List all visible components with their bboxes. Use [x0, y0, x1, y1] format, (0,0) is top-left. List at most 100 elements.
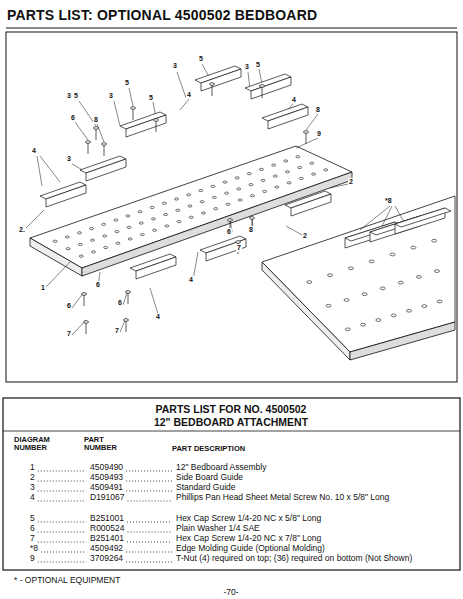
- callout-number: 5: [124, 79, 130, 87]
- screw-shank: [86, 322, 87, 334]
- callout-number: 6: [66, 302, 72, 310]
- table-cell: Plain Washer 1/4 SAE: [176, 524, 446, 533]
- board-hole: [380, 287, 385, 290]
- dot-leader: [126, 491, 172, 492]
- screw-shank: [133, 108, 134, 120]
- board-hole: [272, 164, 276, 166]
- board-hole: [225, 192, 229, 194]
- board-hole: [91, 239, 95, 241]
- dot-leader: [38, 522, 86, 523]
- callout-number: 9: [316, 130, 322, 138]
- board-hole: [175, 198, 179, 200]
- dot-leader: [38, 532, 86, 533]
- callout-number: 4: [186, 91, 192, 99]
- table-cell: Hex Cap Screw 1/4-20 NC x 7/8" Long: [176, 534, 446, 543]
- screw-head: [260, 85, 265, 88]
- table-cell: D191067: [90, 493, 125, 502]
- callout-number: 7: [114, 327, 120, 335]
- screw-shank: [84, 294, 85, 306]
- board-hole: [199, 189, 203, 191]
- table-cell: 2: [30, 473, 35, 482]
- callout-number: 2.: [18, 226, 26, 234]
- dot-leader: [41, 552, 86, 553]
- dot-leader: [38, 471, 86, 472]
- callout-number: 3: [244, 63, 250, 71]
- table-frame: [3, 398, 460, 570]
- guide-web: [206, 239, 246, 261]
- table-cell: 4: [30, 493, 35, 502]
- callout-number: 8: [93, 116, 99, 124]
- table-title: 12" BEDBOARD ATTACHMENT: [154, 417, 308, 429]
- table-cell: 3709264: [90, 554, 123, 563]
- table-cell: 5: [30, 514, 35, 523]
- board-hole: [312, 173, 316, 175]
- board-hole: [275, 186, 279, 188]
- dot-leader: [38, 501, 86, 502]
- callout-number: 7: [236, 244, 242, 252]
- column-header: PART DESCRIPTION: [172, 445, 245, 453]
- callout-number: 4: [188, 276, 194, 284]
- callout-number: 5: [198, 55, 204, 63]
- board-hole: [437, 300, 442, 303]
- callout-number: 1: [40, 284, 46, 292]
- board-hole: [238, 199, 242, 201]
- board-hole: [53, 240, 57, 242]
- board-hole: [164, 213, 168, 215]
- dot-leader: [128, 501, 172, 502]
- table-cell: 9: [30, 554, 35, 563]
- dot-leader: [38, 481, 86, 482]
- board-hole: [324, 169, 328, 171]
- callout-number: 3: [108, 92, 114, 100]
- board-hole: [104, 246, 108, 248]
- dot-leader: [128, 532, 172, 533]
- screw-head: [154, 119, 159, 122]
- table-cell: 1: [30, 463, 35, 472]
- board-hole: [361, 323, 366, 326]
- callout-number: 6: [226, 228, 232, 236]
- table-cell: 4509490: [90, 463, 123, 472]
- screw-head: [86, 141, 91, 144]
- board-hole: [150, 206, 154, 208]
- dot-leader: [38, 542, 86, 543]
- board-hole: [162, 202, 166, 204]
- board-hole: [398, 281, 403, 284]
- dot-leader: [126, 481, 172, 482]
- board-hole: [200, 201, 204, 203]
- board-hole: [422, 305, 427, 308]
- dot-leader: [127, 542, 172, 543]
- board-hole: [259, 168, 263, 170]
- table-cell: 4509493: [90, 473, 123, 482]
- screw-head: [131, 107, 136, 110]
- screw-head: [102, 143, 107, 146]
- board-hole: [328, 274, 333, 277]
- title-rule: [6, 27, 457, 28]
- screw-head: [84, 321, 89, 324]
- callout-number: 3: [66, 155, 72, 163]
- dot-leader: [126, 471, 172, 472]
- screw-shank: [104, 144, 105, 156]
- board-hole: [226, 203, 230, 205]
- callout-number: 6: [70, 114, 76, 122]
- board-hole: [211, 185, 215, 187]
- board-hole: [151, 218, 155, 220]
- board-hole: [310, 162, 314, 164]
- board-hole: [273, 175, 277, 177]
- screw-head: [124, 319, 129, 322]
- guide-web: [126, 115, 166, 137]
- board-hole: [432, 239, 437, 242]
- callout-number: 7: [66, 330, 72, 338]
- board-hole: [307, 281, 312, 284]
- table-cell: 6: [30, 524, 35, 533]
- inset-board-side: [262, 262, 350, 360]
- callout-number: *8: [384, 197, 393, 205]
- dot-leader: [127, 522, 172, 523]
- board-hole: [326, 304, 331, 307]
- board-hole: [187, 194, 191, 196]
- board-hole: [128, 238, 132, 240]
- board-hole: [298, 166, 302, 168]
- screw-shank: [128, 292, 129, 304]
- board-hole: [90, 227, 94, 229]
- column-header: DIAGRAM NUMBER: [14, 436, 58, 453]
- board-hole: [77, 232, 81, 234]
- board-hole: [114, 219, 118, 221]
